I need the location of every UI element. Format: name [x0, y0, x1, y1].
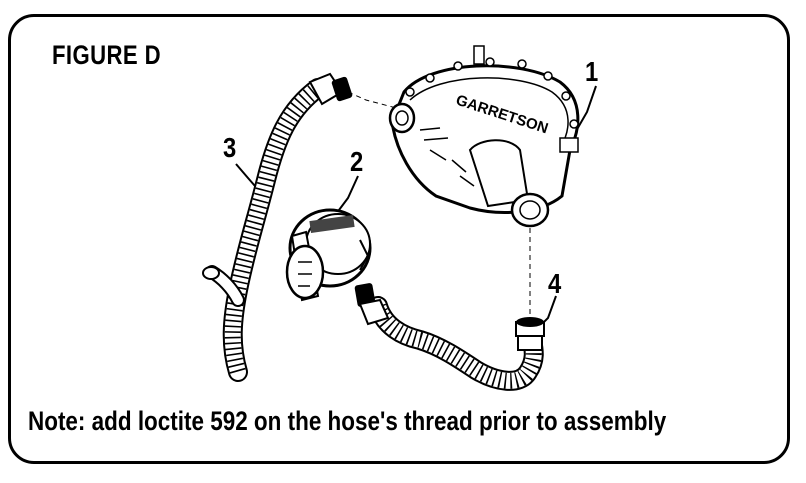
hose-part-4 [354, 283, 545, 391]
figure-title: FIGURE D [52, 40, 162, 70]
callout-1: 1 [585, 56, 599, 87]
callout-3: 3 [223, 132, 237, 163]
leader-line-2 [335, 175, 359, 215]
adapter-part-2 [285, 208, 372, 302]
callout-4: 4 [548, 268, 562, 299]
alignment-lines [347, 91, 531, 320]
alignment-line-hose-3 [347, 91, 405, 111]
figure-frame [8, 14, 790, 464]
assembly-note: Note: add loctite 592 on the hose's thre… [28, 406, 667, 436]
hose-part-3 [202, 72, 353, 382]
regulator-part-1: GARRETSON [388, 45, 580, 228]
callout-2: 2 [350, 146, 364, 177]
